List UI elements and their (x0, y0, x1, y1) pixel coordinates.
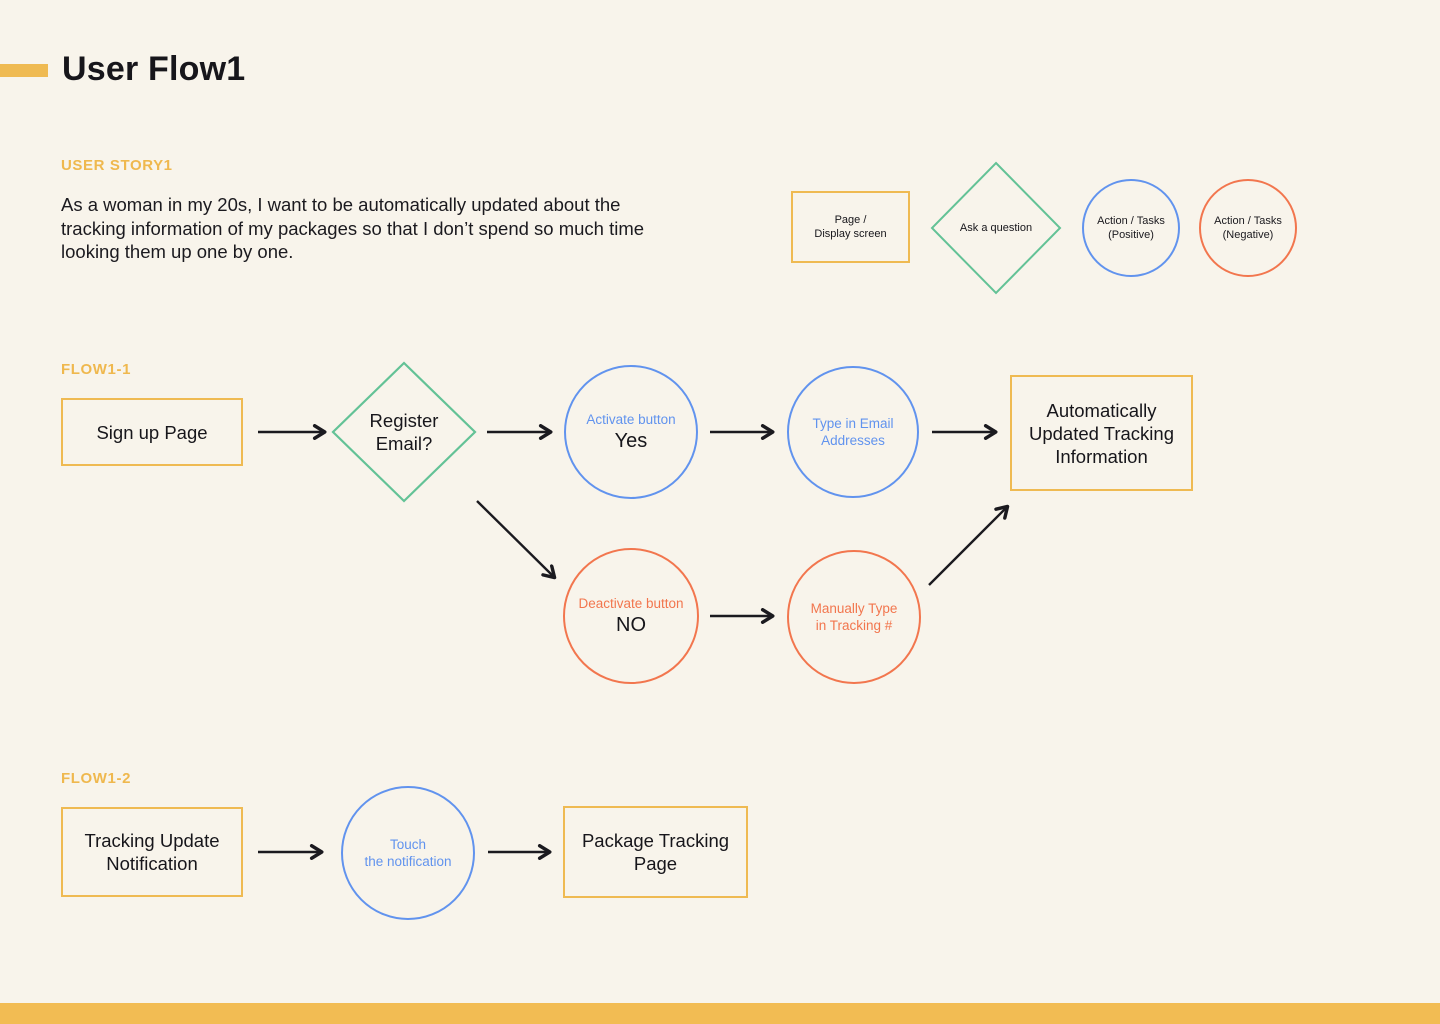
legend-page-label: Page / Display screen (814, 213, 887, 241)
user-story-label: USER STORY1 (61, 157, 173, 174)
arrow-register-to-deactivate (476, 500, 554, 577)
activate-button-answer: Yes (614, 430, 648, 452)
legend-negative-label: Action / Tasks (Negative) (1214, 214, 1282, 242)
manual-type-label: Manually Type in Tracking # (810, 601, 898, 633)
arrow-manual-to-auto (928, 507, 1007, 586)
page-title: User Flow1 (62, 50, 246, 88)
package-tracking-label: Package Tracking Page (581, 830, 730, 874)
signup-page-node: Sign up Page (61, 398, 243, 466)
auto-updated-node: Automatically Updated Tracking Informati… (1010, 375, 1193, 491)
package-tracking-node: Package Tracking Page (563, 806, 748, 898)
type-email-node: Type in Email Addresses (787, 366, 919, 498)
flow1-1-label: FLOW1-1 (61, 361, 132, 378)
activate-button-node: Activate button Yes (564, 365, 698, 499)
legend-page-shape: Page / Display screen (791, 191, 910, 263)
legend-question-label: Ask a question (959, 221, 1033, 234)
bottom-accent-bar (0, 1003, 1440, 1024)
legend-question-diamond (930, 161, 1062, 295)
flow1-2-label: FLOW1-2 (61, 770, 132, 787)
manual-type-node: Manually Type in Tracking # (787, 550, 921, 684)
legend-positive-label: Action / Tasks (Positive) (1097, 214, 1165, 242)
touch-notification-label: Touch the notification (364, 837, 452, 869)
deactivate-button-answer: NO (616, 614, 646, 636)
register-email-diamond (331, 361, 477, 503)
deactivate-button-sublabel: Deactivate button (578, 596, 684, 611)
tracking-notification-label: Tracking Update Notification (84, 830, 220, 874)
legend-positive-circle: Action / Tasks (Positive) (1082, 179, 1180, 277)
signup-page-label: Sign up Page (96, 421, 208, 443)
register-email-label: Register Email? (369, 410, 439, 454)
legend-negative-circle: Action / Tasks (Negative) (1199, 179, 1297, 277)
touch-notification-node: Touch the notification (341, 786, 475, 920)
auto-updated-label: Automatically Updated Tracking Informati… (1028, 399, 1174, 467)
title-accent-bar (0, 64, 48, 77)
activate-button-sublabel: Activate button (586, 412, 676, 427)
tracking-notification-node: Tracking Update Notification (61, 807, 243, 897)
type-email-label: Type in Email Addresses (812, 416, 894, 448)
user-story-text: As a woman in my 20s, I want to be autom… (61, 194, 645, 262)
deactivate-button-node: Deactivate button NO (563, 548, 699, 684)
